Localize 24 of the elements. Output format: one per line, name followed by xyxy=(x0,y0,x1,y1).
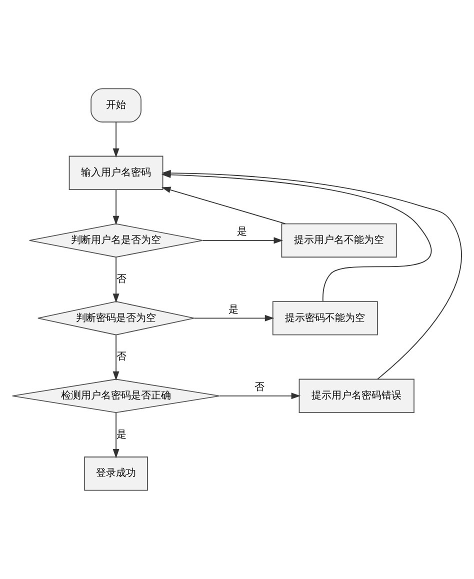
edge-label: 是 xyxy=(116,429,127,440)
edge-label: 是 xyxy=(237,226,248,238)
node-diamond: 判断用户名是否为空 xyxy=(28,223,204,258)
node-box: 提示用户名密码错误 xyxy=(298,378,414,414)
arrow xyxy=(194,314,274,322)
arrow xyxy=(161,186,286,224)
node-box: 提示用户名不能为空 xyxy=(281,223,397,258)
edge-label: 否 xyxy=(254,382,265,394)
node-box: 开始 xyxy=(90,88,142,122)
edge-label: 否 xyxy=(116,274,127,285)
arrow xyxy=(112,257,120,303)
edge-label: 是 xyxy=(228,304,238,316)
arrow xyxy=(112,189,120,226)
arrow xyxy=(112,334,120,381)
node-box: 登录成功 xyxy=(84,456,148,491)
node-box: 提示密码不能为空 xyxy=(272,301,378,336)
arrow xyxy=(112,412,120,458)
node-diamond: 判断密码是否为空 xyxy=(37,301,195,336)
node-diamond: 检测用户名密码是否正确 xyxy=(12,378,220,414)
arrow xyxy=(219,392,301,400)
arrow xyxy=(112,122,120,158)
arrow xyxy=(202,237,284,244)
edge-label: 否 xyxy=(116,352,127,363)
node-box: 输入用户名密码 xyxy=(68,156,164,190)
